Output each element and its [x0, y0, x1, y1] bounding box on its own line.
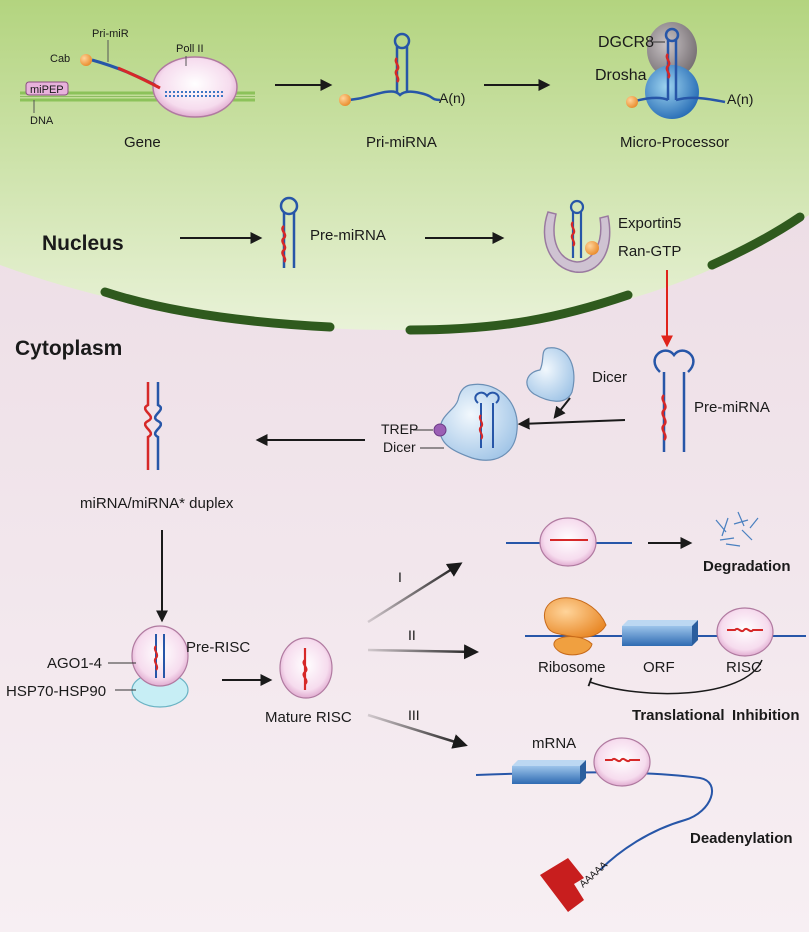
trep-label: TREP [381, 421, 418, 437]
deadenylation-label: Deadenylation [690, 830, 793, 847]
rna-fragments-icon [715, 511, 759, 547]
dgcr8-shape [647, 22, 697, 78]
free-dicer-label: Dicer [592, 369, 627, 386]
ran-gtp-ball [585, 241, 599, 255]
dgcr8-label: DGCR8 [598, 34, 654, 51]
mature-risc-label: Mature RISC [265, 709, 352, 726]
pre-mirna-cyto-group: Pre-miRNA [653, 349, 770, 452]
arrow-pathway-1 [367, 562, 463, 624]
pre-mirna-nucleus-group: Pre-miRNA [279, 196, 386, 268]
pol2-label: Poll II [176, 43, 204, 55]
deadenylase-icon [540, 858, 584, 912]
mipep-label: miPEP [30, 84, 64, 96]
degradation-label: Degradation [703, 558, 791, 575]
mature-risc-group: Mature RISC [265, 637, 352, 726]
ran-gtp-label: Ran-GTP [618, 243, 681, 260]
ago-label: AGO1-4 [47, 655, 102, 672]
bound-dicer-label: Dicer [383, 439, 416, 455]
pre-mirna-nucleus-label: Pre-miRNA [310, 227, 386, 244]
arrow-pathway-3 [367, 713, 468, 749]
mrna-risc-shape [593, 737, 651, 787]
deadenylation-group: mRNA Deadenylation AAAAA [475, 735, 793, 912]
pol2-ellipse [152, 56, 238, 118]
bound-dicer-shape [439, 383, 518, 461]
exportin-group: Exportin5 Ran-GTP [543, 199, 681, 273]
arrow-pre-to-dicer [517, 417, 626, 430]
exportin5-shape [543, 211, 611, 273]
drosha-shape [645, 65, 699, 119]
ago-shape [131, 625, 189, 687]
inhibition-curve [587, 659, 763, 695]
cap-icon [80, 54, 92, 66]
mrna-label: mRNA [532, 735, 576, 752]
hsp-label: HSP70-HSP90 [6, 683, 106, 700]
microprocessor-stage-label: Micro-Processor [620, 134, 729, 151]
micro-poly-a: A(n) [727, 91, 753, 107]
nuclear-membrane [100, 212, 805, 335]
microprocessor-group: DGCR8 Drosha A(n) Micro-Processor [595, 22, 753, 151]
nucleus-label: Nucleus [42, 232, 124, 255]
inhibition-label: Inhibition [732, 707, 799, 724]
cab-label: Cab [50, 53, 70, 65]
drosha-label: Drosha [595, 67, 647, 84]
free-dicer-shape [526, 347, 575, 402]
pre-risc-group: Pre-RISC AGO1-4 HSP70-HSP90 [6, 625, 250, 708]
pri-mirna-group: A(n) Pri-miRNA [339, 32, 465, 151]
pre-mirna-cyto-label: Pre-miRNA [694, 399, 770, 416]
duplex-group: miRNA/miRNA* duplex [80, 382, 234, 512]
pre-risc-label: Pre-RISC [186, 639, 250, 656]
pri-mir-label: Pri-miR [92, 28, 129, 40]
ribosome-small [553, 636, 593, 656]
dna-label: DNA [30, 115, 54, 127]
trep-ball [433, 423, 447, 437]
degradation-risc-shape [539, 517, 597, 567]
pri-hairpin-loop [393, 32, 411, 50]
pathway-3-label: III [408, 707, 420, 723]
translational-label: Translational [632, 707, 725, 724]
orf-box [622, 620, 698, 646]
pathway-1-label: I [398, 569, 402, 585]
arrow-pathway-2 [367, 644, 479, 660]
gene-stage-label: Gene [124, 134, 161, 151]
ribosome-label: Ribosome [538, 659, 606, 676]
dicer-complex-group: TREP Dicer [381, 383, 518, 461]
orf-label: ORF [643, 659, 675, 676]
cytoplasm-label: Cytoplasm [15, 337, 122, 360]
mipep-box [25, 81, 69, 96]
exportin5-label: Exportin5 [618, 215, 681, 232]
duplex-label: miRNA/miRNA* duplex [80, 495, 234, 512]
mrna-orf-box [512, 760, 586, 784]
pri-poly-a: A(n) [439, 90, 465, 106]
ribosome-large [543, 597, 607, 639]
translation-group: Ribosome ORF RISC Translational Inhibiti… [525, 597, 806, 724]
risc-shape [716, 607, 774, 657]
degradation-group: Degradation [506, 511, 791, 575]
gene-group: miPEP DNA Cab Pri-miR Poll II Gene [20, 28, 255, 151]
arrow-dicer-down [553, 397, 571, 419]
free-dicer-group: Dicer [526, 347, 627, 402]
pathway-2-label: II [408, 627, 416, 643]
pri-mirna-stage-label: Pri-miRNA [366, 134, 437, 151]
